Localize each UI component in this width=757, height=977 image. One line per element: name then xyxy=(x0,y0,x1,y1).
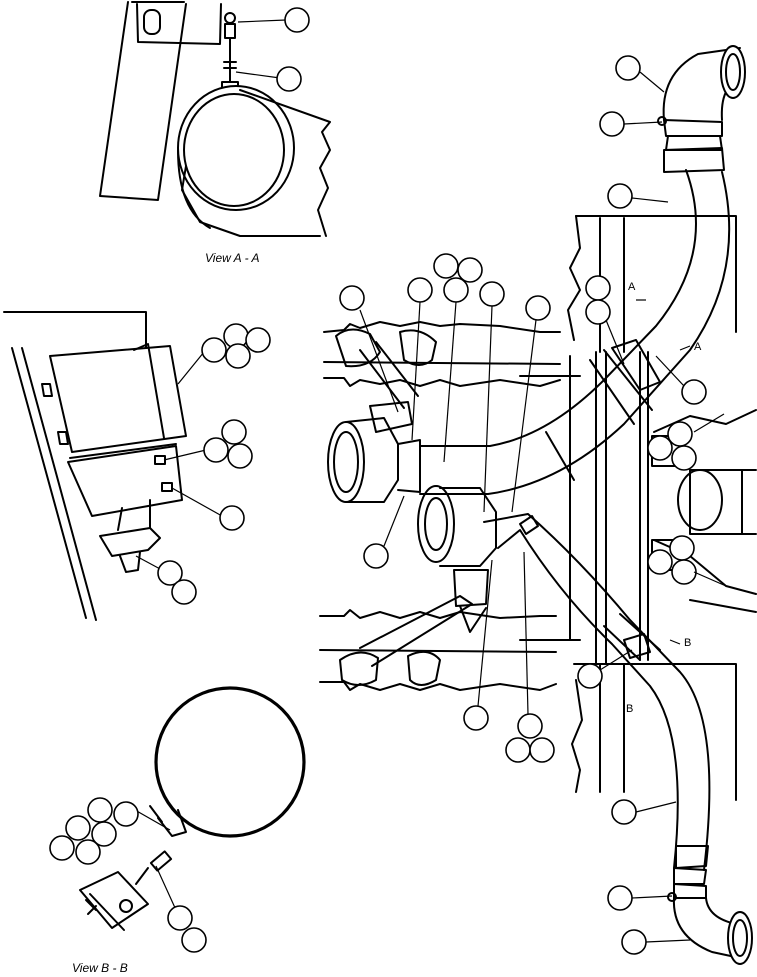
section-marks: A A B B xyxy=(626,281,702,715)
callout xyxy=(49,835,75,861)
callout xyxy=(463,705,489,731)
callout xyxy=(339,285,365,311)
callout xyxy=(203,437,229,463)
callout xyxy=(363,543,389,569)
main-assembly xyxy=(319,45,757,965)
callout xyxy=(671,445,697,471)
callout xyxy=(75,839,101,865)
view-bb-detail xyxy=(79,686,306,931)
callout xyxy=(201,337,227,363)
callout xyxy=(91,821,117,847)
callout xyxy=(181,927,207,953)
callout xyxy=(157,560,183,586)
callout xyxy=(457,257,483,283)
callout xyxy=(505,737,531,763)
callout xyxy=(669,535,695,561)
callout xyxy=(433,253,459,279)
callout xyxy=(443,277,469,303)
callout xyxy=(219,505,245,531)
air-cleaner-detail xyxy=(3,311,187,621)
callout xyxy=(681,379,707,405)
view-aa-caption: View A - A xyxy=(205,251,259,265)
callout xyxy=(245,327,271,353)
callout xyxy=(479,281,505,307)
callout xyxy=(284,7,310,33)
callout xyxy=(611,799,637,825)
callout xyxy=(671,559,697,585)
callout xyxy=(607,885,633,911)
callout xyxy=(276,66,302,92)
callout xyxy=(529,737,555,763)
callout xyxy=(221,419,247,445)
callout xyxy=(615,55,641,81)
callout xyxy=(647,435,673,461)
callouts-view-bb xyxy=(49,797,207,953)
callout xyxy=(225,343,251,369)
callout xyxy=(599,111,625,137)
callout xyxy=(87,797,113,823)
nut-icon xyxy=(224,12,236,24)
callout xyxy=(407,277,433,303)
callout xyxy=(227,443,253,469)
callout xyxy=(167,905,193,931)
callouts-main xyxy=(339,55,727,955)
section-mark-a: A xyxy=(628,281,636,293)
section-mark-b: B xyxy=(626,703,633,715)
callout xyxy=(517,713,543,739)
section-mark-b: B xyxy=(684,637,691,649)
view-aa-detail xyxy=(99,1,331,237)
callout xyxy=(525,295,551,321)
pipe-end-view xyxy=(177,85,295,211)
callouts-air-cleaner xyxy=(135,323,271,605)
callout xyxy=(171,579,197,605)
callout xyxy=(113,801,139,827)
callout xyxy=(667,421,693,447)
section-mark-a: A xyxy=(694,341,702,353)
callout xyxy=(621,929,647,955)
callout xyxy=(585,275,611,301)
callout xyxy=(585,299,611,325)
callout xyxy=(577,663,603,689)
view-bb-caption: View B - B xyxy=(72,961,128,975)
pipe-end-view xyxy=(154,686,306,838)
callouts-view-aa xyxy=(235,7,310,92)
bracket-slot xyxy=(143,9,161,35)
callout xyxy=(607,183,633,209)
callout xyxy=(65,815,91,841)
callout xyxy=(647,549,673,575)
